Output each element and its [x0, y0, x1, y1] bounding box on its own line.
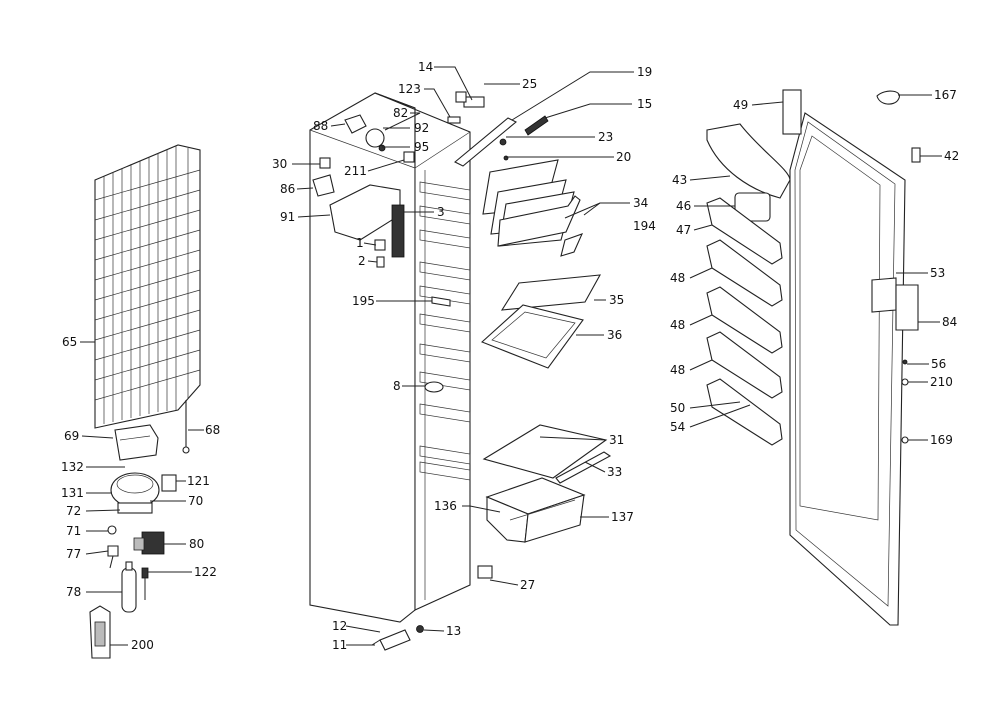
callout-195: 195 [352, 294, 375, 308]
callout-137: 137 [611, 510, 634, 524]
hinge-and-foot [371, 565, 493, 651]
callout-53: 53 [930, 266, 945, 280]
callout-54: 54 [670, 420, 685, 434]
callout-3: 3 [437, 205, 445, 219]
callout-34: 34 [633, 196, 648, 210]
callout-30: 30 [272, 157, 287, 171]
callout-56: 56 [931, 357, 946, 371]
callout-169: 169 [930, 433, 953, 447]
callout-46: 46 [676, 199, 691, 213]
callout-35: 35 [609, 293, 624, 307]
callout-82: 82 [393, 106, 408, 120]
callout-70: 70 [188, 494, 203, 508]
door-bins [706, 123, 791, 446]
callout-48-b: 48 [670, 318, 685, 332]
callout-12: 12 [332, 619, 347, 633]
callout-210: 210 [930, 375, 953, 389]
callout-122: 122 [194, 565, 217, 579]
start-relay [133, 531, 165, 555]
condenser-assembly [94, 144, 201, 429]
control-housing [329, 184, 405, 258]
callout-1: 1 [356, 236, 364, 250]
callout-77: 77 [66, 547, 81, 561]
callout-47: 47 [676, 223, 691, 237]
callout-13: 13 [446, 624, 461, 638]
glass-shelves [480, 159, 612, 484]
callout-88: 88 [313, 119, 328, 133]
callout-80: 80 [189, 537, 204, 551]
callout-65: 65 [62, 335, 77, 349]
callout-132: 132 [61, 460, 84, 474]
thermal-protector [107, 545, 119, 569]
leader-lines [80, 66, 942, 646]
callout-49: 49 [733, 98, 748, 112]
sensor-probe [182, 400, 190, 454]
callout-84: 84 [942, 315, 957, 329]
callout-25: 25 [522, 77, 537, 91]
callout-121: 121 [187, 474, 210, 488]
callout-20: 20 [616, 150, 631, 164]
callout-86: 86 [280, 182, 295, 196]
callout-labels: 65 69 68 132 121 131 70 72 71 77 80 122 … [61, 60, 959, 652]
callout-50: 50 [670, 401, 685, 415]
inner-shelf-rails [419, 181, 471, 481]
callout-42: 42 [944, 149, 959, 163]
callout-91: 91 [280, 210, 295, 224]
door [782, 89, 921, 626]
callout-15: 15 [637, 97, 652, 111]
crisper-drawer [485, 477, 586, 543]
callout-14: 14 [418, 60, 433, 74]
relay-box [161, 474, 177, 492]
callout-136: 136 [434, 499, 457, 513]
callout-200: 200 [131, 638, 154, 652]
callout-48-c: 48 [670, 363, 685, 377]
callout-2: 2 [358, 254, 366, 268]
cabinet-body [309, 92, 471, 623]
callout-167: 167 [934, 88, 957, 102]
callout-8: 8 [393, 379, 401, 393]
instruction-card [89, 605, 111, 659]
light-cover [454, 115, 549, 167]
callout-69: 69 [64, 429, 79, 443]
drier-filter [121, 561, 149, 613]
callout-194: 194 [633, 219, 656, 233]
callout-31: 31 [609, 433, 624, 447]
callout-211: 211 [344, 164, 367, 178]
callout-68: 68 [205, 423, 220, 437]
drip-tray [114, 424, 159, 461]
callout-78: 78 [66, 585, 81, 599]
callout-71: 71 [66, 524, 81, 538]
callout-72: 72 [66, 504, 81, 518]
compressor [110, 472, 160, 514]
callout-123: 123 [398, 82, 421, 96]
callout-36: 36 [607, 328, 622, 342]
callout-92: 92 [414, 121, 429, 135]
callout-131: 131 [61, 486, 84, 500]
callout-48-a: 48 [670, 271, 685, 285]
callout-27: 27 [520, 578, 535, 592]
callout-23: 23 [598, 130, 613, 144]
grommet [107, 525, 117, 535]
callout-95: 95 [414, 140, 429, 154]
small-top-parts [312, 91, 485, 393]
callout-11: 11 [332, 638, 347, 652]
callout-19: 19 [637, 65, 652, 79]
callout-43: 43 [672, 173, 687, 187]
callout-33: 33 [607, 465, 622, 479]
